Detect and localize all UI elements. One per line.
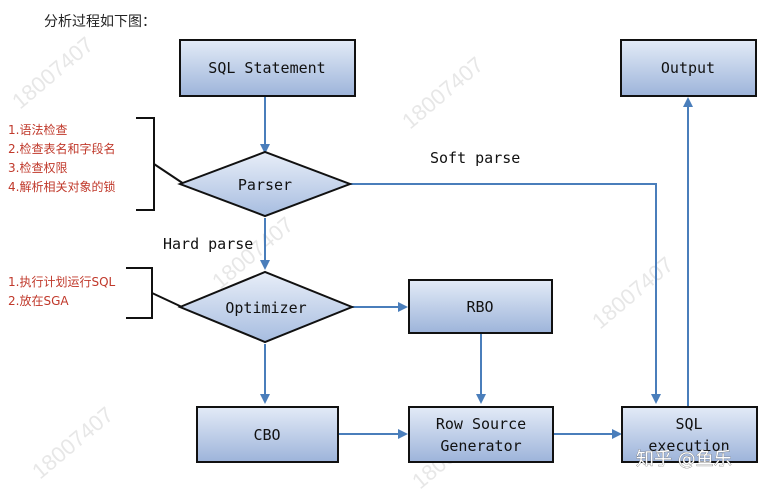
optimizer-label: Optimizer bbox=[225, 299, 306, 317]
parser-note: 1.语法检查 bbox=[8, 122, 67, 137]
parser-note: 3.检查权限 bbox=[8, 160, 67, 175]
arrows bbox=[260, 96, 693, 439]
sql-statement-box: SQL Statement bbox=[179, 39, 356, 97]
sql-statement-label: SQL Statement bbox=[208, 59, 325, 77]
sql-execution-box: SQL execution bbox=[621, 406, 758, 463]
cbo-box: CBO bbox=[196, 406, 339, 463]
output-label: Output bbox=[661, 59, 715, 77]
row-source-generator-box: Row Source Generator bbox=[408, 406, 554, 463]
watermark: 18007407 bbox=[397, 52, 488, 134]
optimizer-notes-bracket bbox=[126, 267, 153, 319]
parser-note: 2.检查表名和字段名 bbox=[8, 141, 115, 156]
parser-notes-bracket bbox=[136, 117, 155, 211]
optimizer-notes: 1.执行计划运行SQL 2.放在SGA bbox=[8, 275, 116, 308]
arrow-soft-parse bbox=[350, 183, 661, 404]
parser-notes: 1.语法检查 2.检查表名和字段名 3.检查权限 4.解析相关对象的锁 bbox=[8, 122, 115, 194]
watermark: 18007407 bbox=[7, 32, 98, 114]
optimizer-diamond: Optimizer bbox=[177, 270, 355, 344]
optimizer-note: 2.放在SGA bbox=[8, 293, 69, 308]
row-source-label-line2: Generator bbox=[440, 437, 521, 455]
watermark: 18007407 bbox=[27, 402, 118, 484]
parser-note: 4.解析相关对象的锁 bbox=[8, 179, 115, 194]
hard-parse-label: Hard parse bbox=[163, 235, 253, 253]
parser-diamond: Parser bbox=[177, 150, 353, 218]
rbo-box: RBO bbox=[408, 279, 553, 334]
sql-execution-label-line1: SQL bbox=[675, 415, 702, 433]
soft-parse-label: Soft parse bbox=[430, 149, 520, 167]
note-brackets bbox=[126, 117, 185, 319]
brand-watermark: 知乎 @鱼乐 bbox=[636, 449, 732, 470]
header-text: 分析过程如下图： bbox=[44, 14, 156, 30]
sql-execution-label-line2: execution bbox=[648, 437, 729, 455]
output-box: Output bbox=[620, 39, 757, 97]
parser-label: Parser bbox=[238, 176, 292, 194]
rbo-label: RBO bbox=[466, 298, 493, 316]
watermark: 18007407 bbox=[587, 252, 678, 334]
cbo-label: CBO bbox=[253, 426, 280, 444]
row-source-label-line1: Row Source bbox=[436, 415, 526, 433]
optimizer-note: 1.执行计划运行SQL bbox=[8, 275, 116, 289]
